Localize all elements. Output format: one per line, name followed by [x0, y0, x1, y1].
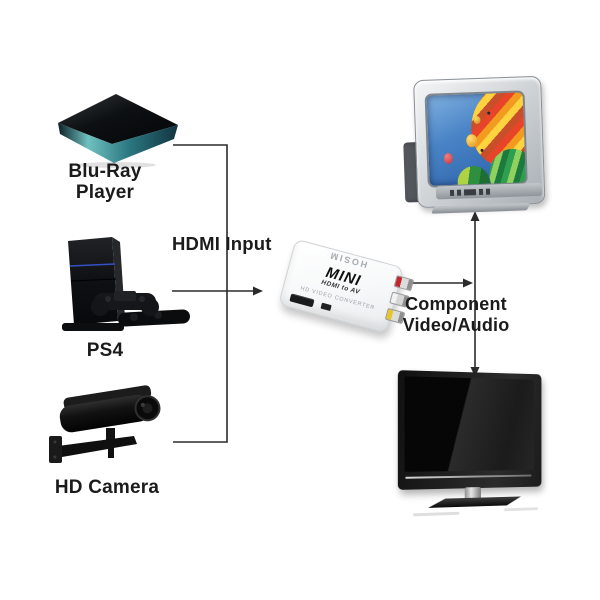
hd-camera-label: HD Camera: [54, 477, 160, 498]
balloon-red: [443, 152, 454, 165]
flat-tv-silver-strip: [405, 474, 532, 479]
camera-arm: [58, 436, 137, 457]
crt-screen: [424, 90, 528, 188]
hdmi-port: [289, 293, 315, 308]
flat-tv-frame: [397, 370, 542, 490]
hdmi-input-label: HDMI Input: [172, 233, 272, 254]
flat-tv-screen: [404, 376, 534, 472]
ps4-label: PS4: [86, 340, 124, 361]
blu-ray-player-label: Blu-Ray Player: [68, 161, 142, 203]
camera-body: [59, 394, 150, 433]
hd-camera-image: [49, 385, 161, 463]
bluray-front-face: [58, 123, 178, 163]
crt-control-panel: [435, 182, 543, 200]
arrow-right-icon: [253, 286, 263, 296]
ps4-lightbar: [69, 263, 116, 267]
component-video-audio-label: Component Video/Audio: [402, 294, 510, 335]
arrow-up-icon: [470, 211, 480, 221]
crt-tv-image: [397, 55, 557, 214]
blu-ray-player-image: [58, 94, 178, 168]
flat-screen-tv-image: [394, 362, 548, 517]
bluray-top-face: [58, 94, 178, 144]
crt-body: [413, 75, 546, 209]
flat-tv-stand-base: [428, 496, 521, 507]
mode-switch: [320, 302, 332, 312]
ps4-image: [62, 237, 190, 331]
hdmi-bus-line: [173, 144, 228, 443]
camera-wall-plate: [49, 436, 62, 463]
ps4-stand: [62, 323, 124, 331]
camera-neck: [106, 428, 115, 446]
arrow-right-icon: [463, 278, 473, 288]
